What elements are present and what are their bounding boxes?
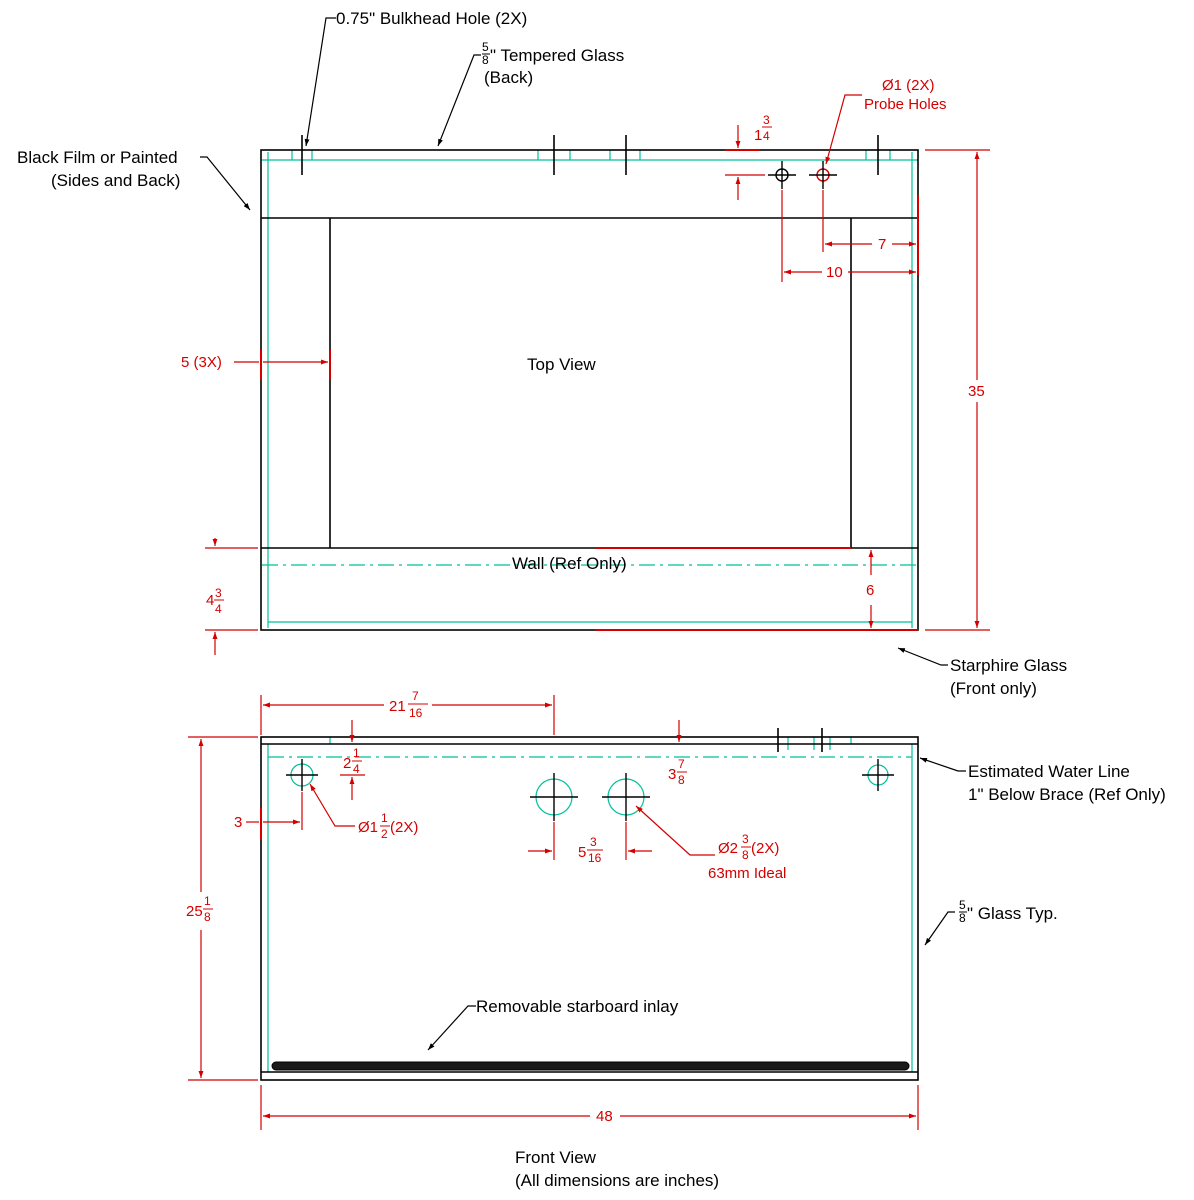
front-view-outline	[260, 728, 919, 1081]
probe-holes-label-line1: Ø1 (2X)	[882, 77, 935, 94]
front-view-title: Front View	[515, 1148, 597, 1167]
glass-typ-label: " Glass Typ.	[967, 904, 1058, 923]
small-hole-y-num: 1	[353, 746, 360, 760]
front-view-leaders	[427, 757, 966, 1051]
small-hole-dia-den: 2	[381, 827, 388, 841]
big-hole-x-den: 16	[409, 706, 423, 720]
probe-far-dim: 10	[826, 264, 843, 281]
wall-label: Wall (Ref Only)	[512, 554, 627, 573]
small-hole-dia-prefix: Ø1	[358, 819, 378, 836]
top-view-title: Top View	[527, 355, 596, 374]
probe-offset-den: 4	[763, 129, 770, 143]
tempered-glass-note: (Back)	[484, 68, 533, 87]
big-hole-y-den: 8	[678, 773, 685, 787]
small-hole-x-dim: 3	[234, 814, 242, 831]
height-whole: 25	[186, 903, 203, 920]
big-hole-dia-den: 8	[742, 848, 749, 862]
probe-near-dim: 7	[878, 236, 886, 253]
hole-spacing-den: 16	[588, 851, 602, 865]
top-view-leaders	[200, 17, 948, 666]
big-hole-y-num: 7	[678, 757, 685, 771]
front-brace-whole: 4	[206, 592, 214, 609]
small-hole-y-whole: 2	[343, 755, 351, 772]
starboard-inlay	[271, 1061, 910, 1071]
small-hole-dia-num: 1	[381, 811, 388, 825]
brace-width-dim: 5 (3X)	[181, 354, 222, 371]
starboard-label: Removable starboard inlay	[476, 997, 679, 1016]
probe-hole	[809, 161, 837, 189]
big-hole-count: (2X)	[751, 840, 779, 857]
tempered-glass-fraction-num: 5	[482, 40, 489, 54]
glass-typ-fraction-num: 5	[959, 898, 966, 912]
hole-spacing-num: 3	[590, 835, 597, 849]
hole-crosshairs	[286, 759, 894, 821]
tempered-glass-fraction-den: 8	[482, 53, 489, 67]
big-hole-dia-prefix: Ø2	[718, 840, 738, 857]
depth-dim: 35	[968, 383, 985, 400]
big-hole-y-whole: 3	[668, 766, 676, 783]
small-hole-count: (2X)	[390, 819, 418, 836]
front-view-dimension-lines	[188, 695, 919, 1130]
water-line-label-line1: Estimated Water Line	[968, 762, 1130, 781]
top-view-glass-lines	[262, 150, 918, 628]
front-view: 21 7 16 2 1 4 3 7 8 3 Ø1 1 2 (2X) 5 3 16…	[186, 689, 1166, 1190]
small-hole-y-den: 4	[353, 762, 360, 776]
hole-spacing-whole: 5	[578, 844, 586, 861]
black-film-label-line2: (Sides and Back)	[51, 171, 180, 190]
height-num: 1	[204, 894, 211, 908]
starphire-label-line1: Starphire Glass	[950, 656, 1067, 675]
water-line-label-line2: 1" Below Brace (Ref Only)	[968, 785, 1166, 804]
probe-holes-label-line2: Probe Holes	[864, 96, 947, 113]
front-view-hole-leaders	[309, 783, 715, 856]
top-view-outline	[260, 135, 919, 631]
probe-offset-num: 3	[763, 113, 770, 127]
big-hole-ideal: 63mm Ideal	[708, 865, 786, 882]
big-hole-x-whole: 21	[389, 698, 406, 715]
probe-offset-whole: 1	[754, 127, 762, 144]
top-view-film-edges	[260, 149, 919, 631]
probe-holes-leader	[825, 94, 862, 165]
black-film-label-line1: Black Film or Painted	[17, 148, 178, 167]
probe-hole	[768, 161, 796, 189]
top-view: 0.75" Bulkhead Hole (2X) 5 8 " Tempered …	[17, 9, 1067, 698]
wall-offset-dim: 6	[866, 582, 874, 599]
top-view-dimension-lines	[205, 125, 990, 655]
starphire-label-line2: (Front only)	[950, 679, 1037, 698]
glass-typ-fraction-den: 8	[959, 911, 966, 925]
front-view-note: (All dimensions are inches)	[515, 1171, 719, 1190]
front-view-glass-lines	[267, 737, 913, 1072]
bulkhead-hole-label: 0.75" Bulkhead Hole (2X)	[336, 9, 527, 28]
front-brace-num: 3	[215, 586, 222, 600]
width-dim: 48	[596, 1108, 613, 1125]
front-brace-den: 4	[215, 602, 222, 616]
big-hole-dia-num: 3	[742, 832, 749, 846]
tempered-glass-label: " Tempered Glass	[490, 46, 624, 65]
big-hole-x-num: 7	[412, 689, 419, 703]
height-den: 8	[204, 910, 211, 924]
